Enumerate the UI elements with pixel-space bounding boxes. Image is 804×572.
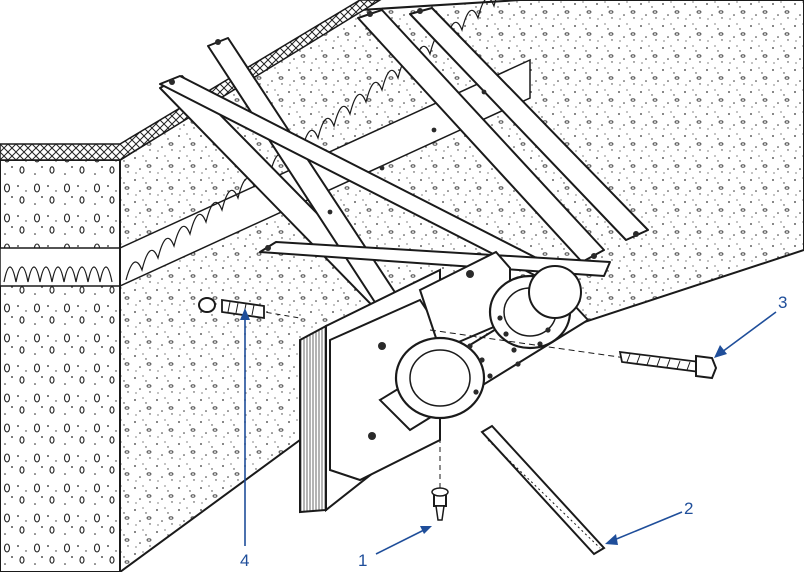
- wall-plug: [198, 297, 265, 320]
- roller-tube: [378, 265, 590, 432]
- fasteners: [198, 297, 718, 556]
- callout-2-label: 2: [684, 499, 693, 518]
- brackets: [329, 250, 511, 482]
- folding-arms: [159, 7, 649, 333]
- wall-side-face: [0, 159, 121, 572]
- wall-coping: [0, 0, 382, 161]
- callout-1-label: 1: [358, 551, 367, 570]
- lag-screw: [618, 350, 718, 380]
- callout-3-arrowhead: [714, 345, 727, 358]
- callout-3-label: 3: [778, 293, 787, 312]
- callout-1-leader: [375, 529, 425, 555]
- callout-2-arrowhead: [605, 534, 618, 545]
- callout-4-arrowhead: [240, 308, 250, 320]
- callout-2-leader: [613, 511, 683, 541]
- threaded-rod: [480, 424, 606, 556]
- arm-upper-right-a: [357, 9, 605, 263]
- callouts: 1 2 3 4: [240, 293, 787, 570]
- insulation-wave-side: [3, 266, 113, 283]
- insulation-band-side: [0, 247, 121, 287]
- callout-3-leader: [721, 311, 777, 353]
- arm-upper-right-b: [409, 7, 649, 241]
- short-screw: [431, 487, 449, 521]
- callout-4-label: 4: [240, 551, 249, 570]
- callout-1-arrowhead: [420, 526, 432, 534]
